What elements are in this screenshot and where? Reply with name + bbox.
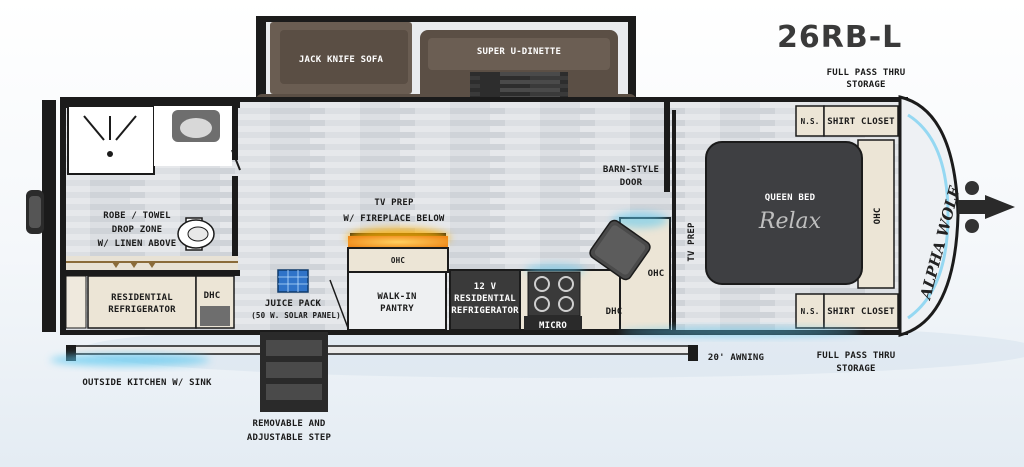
label-ohc-kitchen: OHC	[648, 269, 665, 279]
label-storage-bottom-1: FULL PASS THRU	[817, 351, 896, 361]
label-tv-prep-vertical: TV PREP	[687, 222, 697, 262]
label-ohc-bed: OHC	[873, 208, 883, 225]
stove-icon	[527, 271, 581, 317]
label-shirt-closet-top: SHIRT CLOSET	[827, 117, 895, 127]
recliner-icon	[589, 219, 651, 281]
bed-logo: Relax	[758, 209, 822, 234]
label-ohc-fireplace: OHC	[391, 256, 405, 265]
label-outside-kitchen: OUTSIDE KITCHEN W/ SINK	[82, 378, 212, 388]
label-tv-prep: TV PREP	[374, 198, 414, 208]
label-12v-fridge-3: REFRIGERATOR	[451, 306, 519, 316]
label-solar-panel: (50 W. SOLAR PANEL)	[251, 311, 341, 320]
label-pantry-1: WALK-IN	[377, 292, 416, 302]
n-s-top	[795, 105, 825, 137]
shirt-closet-top	[823, 105, 899, 137]
label-res-fridge-2: REFRIGERATOR	[108, 305, 176, 315]
label-super-u-dinette: SUPER U-DINETTE	[477, 47, 561, 57]
label-dhc-kitchen: DHC	[606, 307, 623, 317]
label-jack-knife-sofa: JACK KNIFE SOFA	[299, 55, 384, 65]
label-step-1: REMOVABLE AND	[252, 419, 325, 429]
awning	[69, 345, 697, 355]
label-queen-bed: QUEEN BED	[765, 193, 816, 203]
outside-kitchen-sink	[200, 306, 230, 326]
label-dhc-bath: DHC	[204, 291, 221, 301]
label-storage-bottom-2: STORAGE	[836, 364, 875, 374]
bed-ohc	[857, 139, 895, 289]
model-title: 26RB-L	[777, 20, 902, 55]
label-12v-fridge-2: RESIDENTIAL	[454, 294, 516, 304]
queen-bed	[705, 141, 863, 285]
label-shirt-closet-bottom: SHIRT CLOSET	[827, 307, 895, 317]
label-juice-pack: JUICE PACK	[265, 299, 322, 309]
label-robe-3: W/ LINEN ABOVE	[98, 239, 177, 249]
hitch-icon	[958, 181, 1015, 233]
12v-refrigerator	[449, 269, 521, 331]
label-ns-bottom: N.S.	[801, 307, 820, 316]
shirt-closet-bottom	[823, 293, 899, 329]
walk-in-pantry	[347, 271, 447, 331]
label-fireplace-below: W/ FIREPLACE BELOW	[343, 214, 445, 224]
label-storage-top-2: STORAGE	[846, 80, 885, 90]
residential-refrigerator-rear	[65, 275, 87, 329]
label-awning: 20' AWNING	[708, 353, 764, 363]
label-barn-door-1: BARN-STYLE	[603, 165, 659, 175]
fireplace	[348, 236, 448, 248]
label-robe-2: DROP ZONE	[112, 225, 163, 235]
label-ns-top: N.S.	[801, 117, 820, 126]
label-12v-fridge-1: 12 V	[474, 282, 497, 292]
label-res-fridge-1: RESIDENTIAL	[111, 293, 173, 303]
front-cap	[898, 95, 960, 337]
label-barn-door-2: DOOR	[620, 178, 643, 188]
spare-tire-icon	[26, 100, 56, 332]
label-storage-top-1: FULL PASS THRU	[827, 68, 906, 78]
label-micro: MICRO	[539, 321, 567, 331]
label-step-2: ADJUSTABLE STEP	[247, 433, 332, 443]
solar-panel-icon	[277, 269, 309, 293]
label-robe-1: ROBE / TOWEL	[103, 211, 171, 221]
toilet-icon	[177, 217, 215, 251]
label-pantry-2: PANTRY	[380, 304, 414, 314]
step-icon	[260, 332, 328, 412]
